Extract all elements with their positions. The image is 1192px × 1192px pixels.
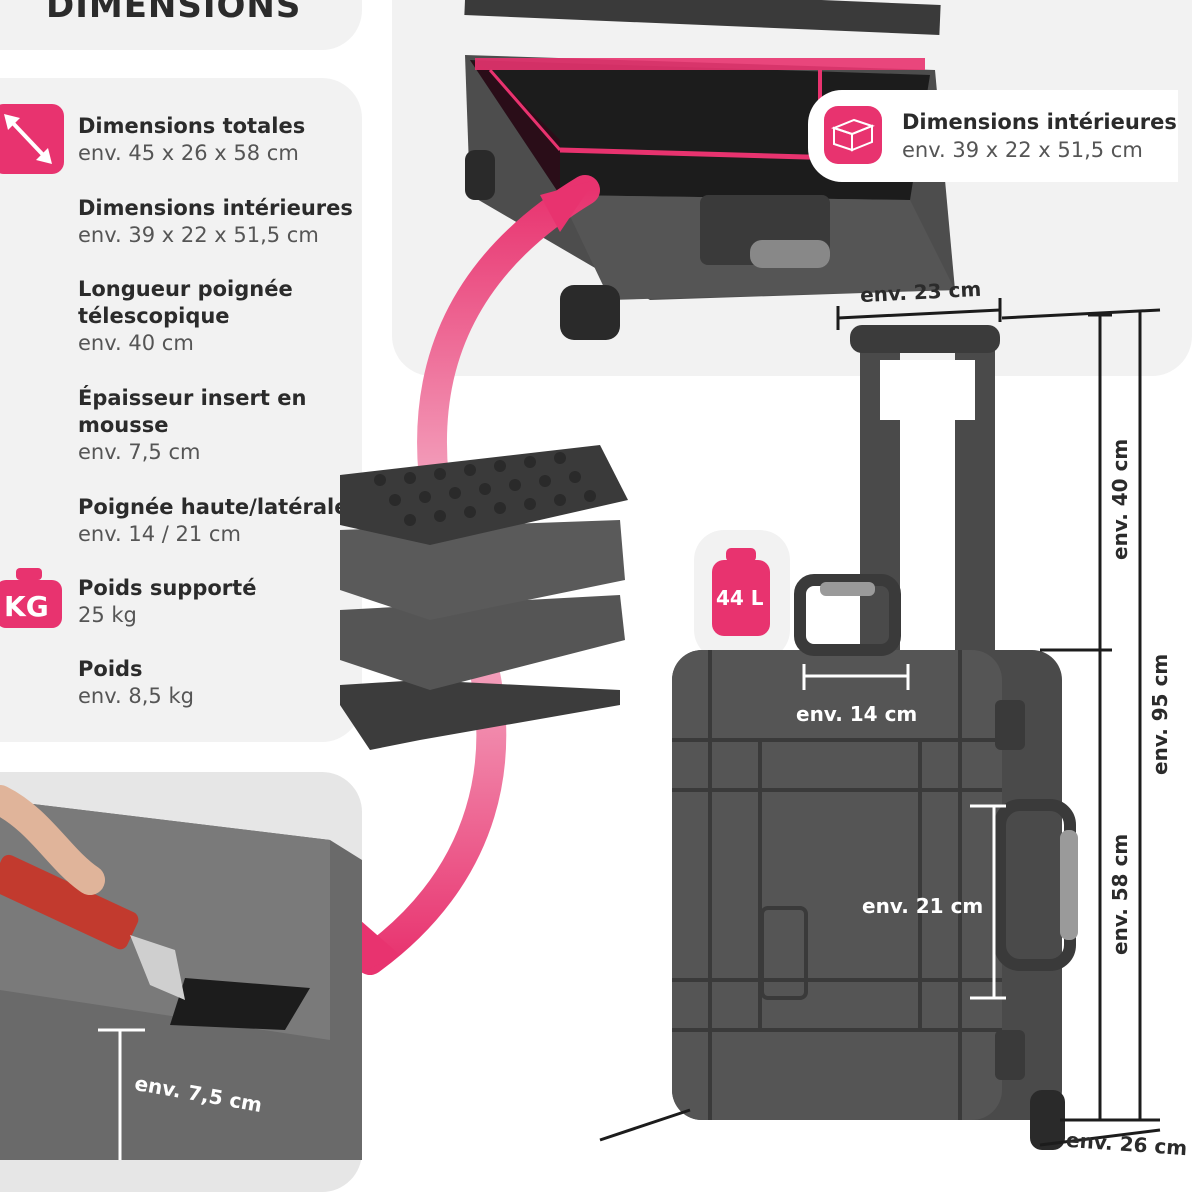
spec-label: Dimensions intérieures (78, 196, 353, 220)
spec-value: 25 kg (78, 603, 137, 627)
callout-value: env. 39 x 22 x 51,5 cm (902, 138, 1143, 162)
case-height-label: env. 58 cm (1108, 833, 1132, 955)
spec-handles: Poignée haute/latérale env. 14 / 21 cm (78, 494, 348, 548)
spec-max-load: Poids supporté 25 kg (78, 575, 256, 629)
callout-label: Dimensions intérieures (902, 110, 1177, 134)
foam-cutting-photo (0, 785, 362, 1160)
spec-value: env. 40 cm (78, 331, 194, 355)
trolley-case-image (672, 574, 1078, 1150)
spec-weight: Poids env. 8,5 kg (78, 656, 194, 710)
total-height-label: env. 95 cm (1148, 653, 1172, 775)
spec-value: env. 8,5 kg (78, 684, 194, 708)
side-handle-label: env. 21 cm (862, 894, 984, 918)
spec-telescopic-handle: Longueur poignée télescopique env. 40 cm (78, 276, 318, 357)
spec-value: env. 45 x 26 x 58 cm (78, 141, 299, 165)
header-panel (0, 0, 362, 50)
box-icon (824, 106, 882, 164)
spec-label: Longueur poignée télescopique (78, 277, 293, 328)
volume-badge: 44 L (716, 586, 764, 610)
telescopic-handle-image (850, 325, 1000, 660)
weight-icon: KG (0, 566, 64, 630)
telescopic-length-label: env. 40 cm (1108, 438, 1132, 560)
interior-dimensions-callout: Dimensions intérieures env. 39 x 22 x 51… (808, 90, 1178, 182)
weight-icon-label: KG (4, 590, 49, 623)
page-title: DIMENSIONS (46, 0, 302, 26)
spec-interior-dimensions: Dimensions intérieures env. 39 x 22 x 51… (78, 195, 353, 249)
foam-layers-image (340, 445, 628, 750)
spec-foam-thickness: Épaisseur insert en mousse env. 7,5 cm (78, 385, 328, 466)
spec-value: env. 39 x 22 x 51,5 cm (78, 223, 319, 247)
spec-label: Poids supporté (78, 576, 257, 600)
dimension-lines (599, 298, 1161, 1147)
spec-label: Poids (78, 657, 143, 681)
resize-arrows-icon (0, 104, 64, 174)
spec-total-dimensions: Dimensions totales env. 45 x 26 x 58 cm (78, 113, 305, 167)
spec-value: env. 7,5 cm (78, 440, 201, 464)
spec-label: Dimensions totales (78, 114, 306, 138)
specs-panel (0, 78, 362, 742)
spec-value: env. 14 / 21 cm (78, 522, 241, 546)
spec-label: Épaisseur insert en mousse (78, 386, 307, 437)
handle-dimension-lines (802, 664, 1006, 1000)
spec-label: Poignée haute/latérale (78, 495, 349, 519)
top-handle-label: env. 14 cm (796, 702, 918, 726)
